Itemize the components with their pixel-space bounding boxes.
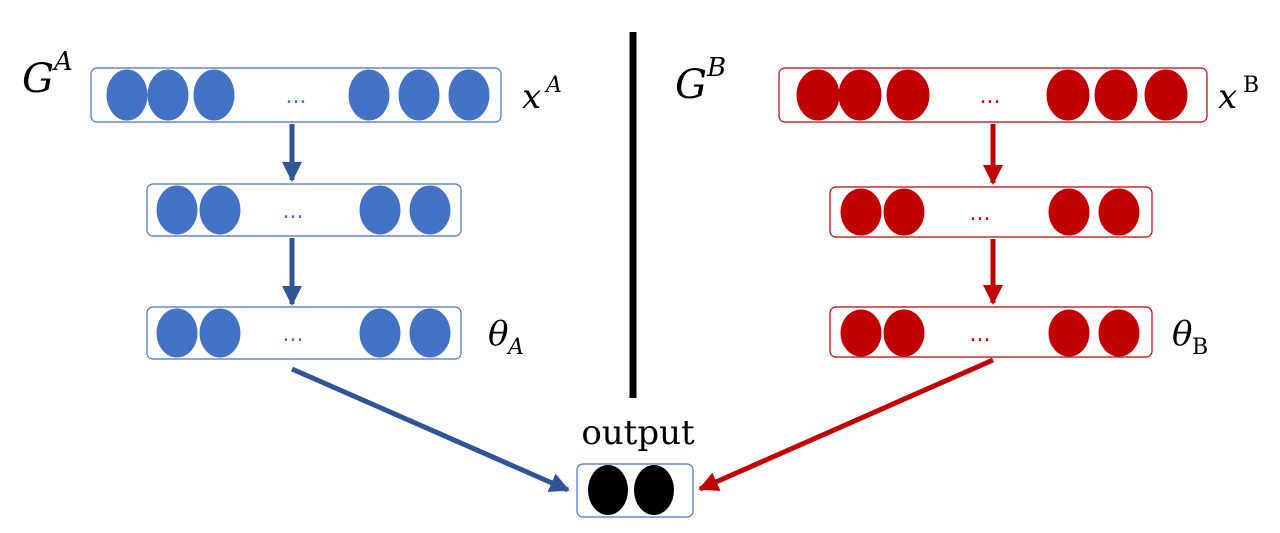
input-b-title: x B [1218,73,1259,117]
layer-a-param: ... [146,306,462,360]
layer-b-param-node [1098,309,1140,357]
layer-b-input: ... [778,67,1208,123]
layer-b-param-ellipsis: ... [970,322,991,347]
layer-a-hidden-node [409,185,451,235]
layer-b-hidden-node [1098,188,1140,236]
layer-b-input-ellipsis: ... [980,84,1001,109]
layer-a-input-node [193,69,235,121]
layer-b-param-node [883,309,925,357]
layer-b-input-node [886,69,930,121]
layer-a-param-node [359,308,401,358]
input-b-label: x [1218,77,1237,117]
output-node [634,465,674,515]
layer-b-param-node [1048,309,1090,357]
arrow-b-param-to-output [698,357,995,492]
param-b-label: θ [1172,314,1192,354]
layer-b-param-node [840,309,882,357]
layer-a-hidden-ellipsis: ... [283,199,304,224]
graph-a-label: G [22,56,54,102]
graph-a-title: G A [22,47,73,102]
layer-b-input-node [838,69,882,121]
param-b-title: θ B [1172,314,1208,360]
layer-b-param: ... [829,306,1153,358]
layer-b-hidden-node [840,188,882,236]
layer-a-param-ellipsis: ... [283,322,304,347]
layer-a-hidden-node [156,185,198,235]
param-a-label-sub: A [506,335,524,360]
layer-a-input-node [147,69,189,121]
layers: .................. [90,67,1208,360]
layer-a-param-node [156,308,198,358]
graph-b-label-sup: B [706,53,726,83]
layer-a-input-node [448,69,490,121]
layer-a-input-node [348,69,390,121]
layer-a-input: ... [90,67,502,123]
layer-b-hidden: ... [829,186,1153,238]
graph-b-label: G [675,62,707,108]
input-a-label: x [522,77,541,117]
layer-a-hidden-node [359,185,401,235]
param-a-label: θ [488,314,508,354]
output-label: output [581,413,695,453]
param-b-label-sub: B [1192,335,1208,360]
graph-b-title: G B [675,53,726,108]
output-layer [576,463,694,518]
output-node [588,465,628,515]
input-a-title: x A [522,73,562,117]
layer-a-param-node [409,308,451,358]
graph-a-label-sup: A [52,47,73,77]
layer-b-hidden-ellipsis: ... [970,201,991,226]
layer-b-hidden-node [1048,188,1090,236]
param-a-title: θ A [488,314,524,360]
input-b-label-sup: B [1243,73,1259,98]
arrow-a-param-to-output [290,366,570,493]
layer-a-hidden: ... [146,183,462,237]
layer-a-param-node [199,308,241,358]
layer-a-input-box [90,67,502,123]
layer-b-hidden-node [883,188,925,236]
layer-b-input-node [796,69,840,121]
layer-b-input-node [1046,69,1090,121]
input-a-label-sup: A [544,73,562,98]
layer-b-input-node [1144,69,1188,121]
layer-b-input-node [1094,69,1138,121]
layer-a-input-node [398,69,440,121]
layer-a-input-ellipsis: ... [286,84,307,109]
layer-a-input-node [106,69,148,121]
layer-a-hidden-node [199,185,241,235]
arrows [282,124,1003,493]
